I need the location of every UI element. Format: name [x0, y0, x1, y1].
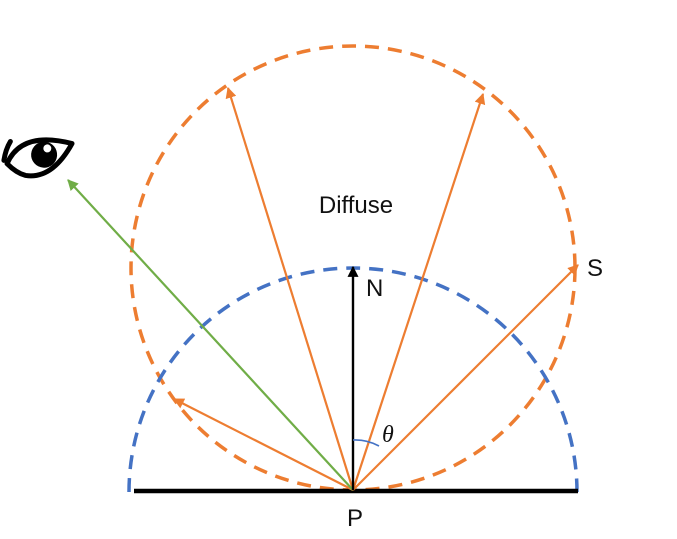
- view-ray: [67, 179, 354, 491]
- diffuse-label: Diffuse: [319, 192, 393, 219]
- angle-label: θ: [382, 422, 394, 448]
- diffuse-ray-right-high: [351, 92, 486, 491]
- incident-ray-source: [352, 264, 579, 491]
- point-label: P: [347, 505, 363, 532]
- diffuse-ray-left-high: [225, 86, 355, 491]
- angle-arc: [352, 439, 380, 447]
- normal-label: N: [366, 275, 383, 302]
- source-label: S: [587, 255, 603, 282]
- diffuse-ray-left-low: [173, 398, 354, 491]
- eye-icon: [1, 137, 75, 179]
